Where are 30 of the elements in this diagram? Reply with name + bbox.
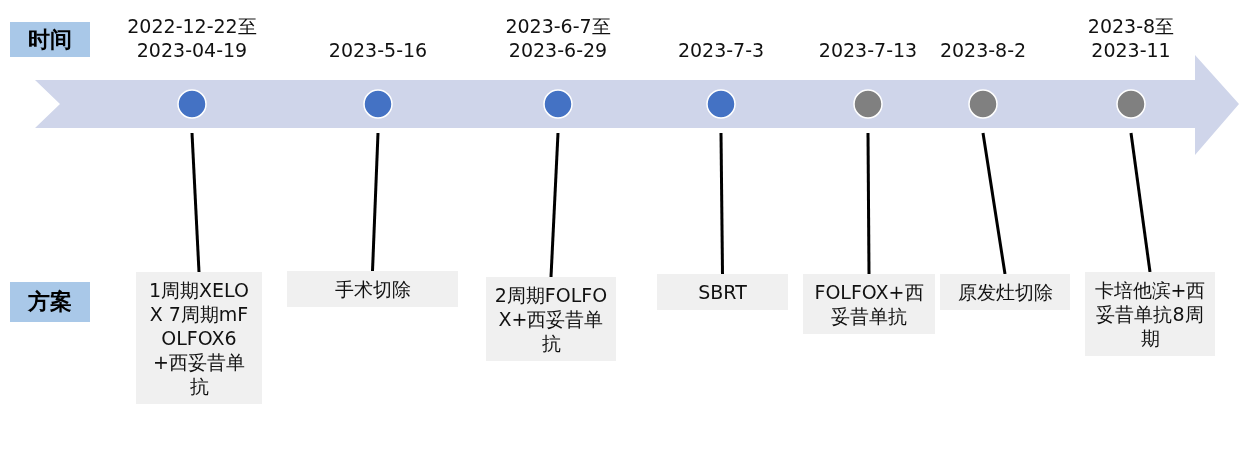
plan-box: SBRT — [657, 274, 788, 310]
connector-line — [549, 132, 560, 278]
timeline-dot — [853, 89, 883, 119]
plan-box: 原发灶切除 — [940, 274, 1070, 310]
connector-line — [371, 132, 380, 272]
timeline-dot — [1116, 89, 1146, 119]
timeline-dot — [968, 89, 998, 119]
plan-box: 手术切除 — [287, 271, 458, 307]
connector-line — [866, 133, 871, 274]
date-label: 2023-5-16 — [327, 38, 429, 62]
connector-line — [719, 133, 724, 274]
timeline-dot — [543, 89, 573, 119]
date-label: 2022-12-22至2023-04-19 — [126, 14, 258, 62]
connector-line — [190, 132, 201, 273]
plan-box: FOLFOX+西妥昔单抗 — [803, 274, 935, 334]
date-label: 2023-8-2 — [938, 38, 1028, 62]
date-label: 2023-8至2023-11 — [1086, 14, 1176, 62]
plan-box: 1周期XELOX 7周期mFOLFOX6+西妥昔单抗 — [136, 272, 262, 404]
timeline-dot — [177, 89, 207, 119]
connector-line — [981, 132, 1007, 275]
timeline-dot — [706, 89, 736, 119]
row-heading: 方案 — [10, 282, 90, 322]
date-label: 2023-6-7至2023-6-29 — [504, 14, 612, 62]
date-label: 2023-7-13 — [817, 38, 919, 62]
row-heading: 时间 — [10, 22, 90, 57]
timeline-dot — [363, 89, 393, 119]
date-label: 2023-7-3 — [676, 38, 766, 62]
connector-line — [1129, 132, 1152, 273]
plan-box: 卡培他滨+西妥昔单抗8周期 — [1085, 272, 1215, 356]
plan-box: 2周期FOLFOX+西妥昔单抗 — [486, 277, 616, 361]
